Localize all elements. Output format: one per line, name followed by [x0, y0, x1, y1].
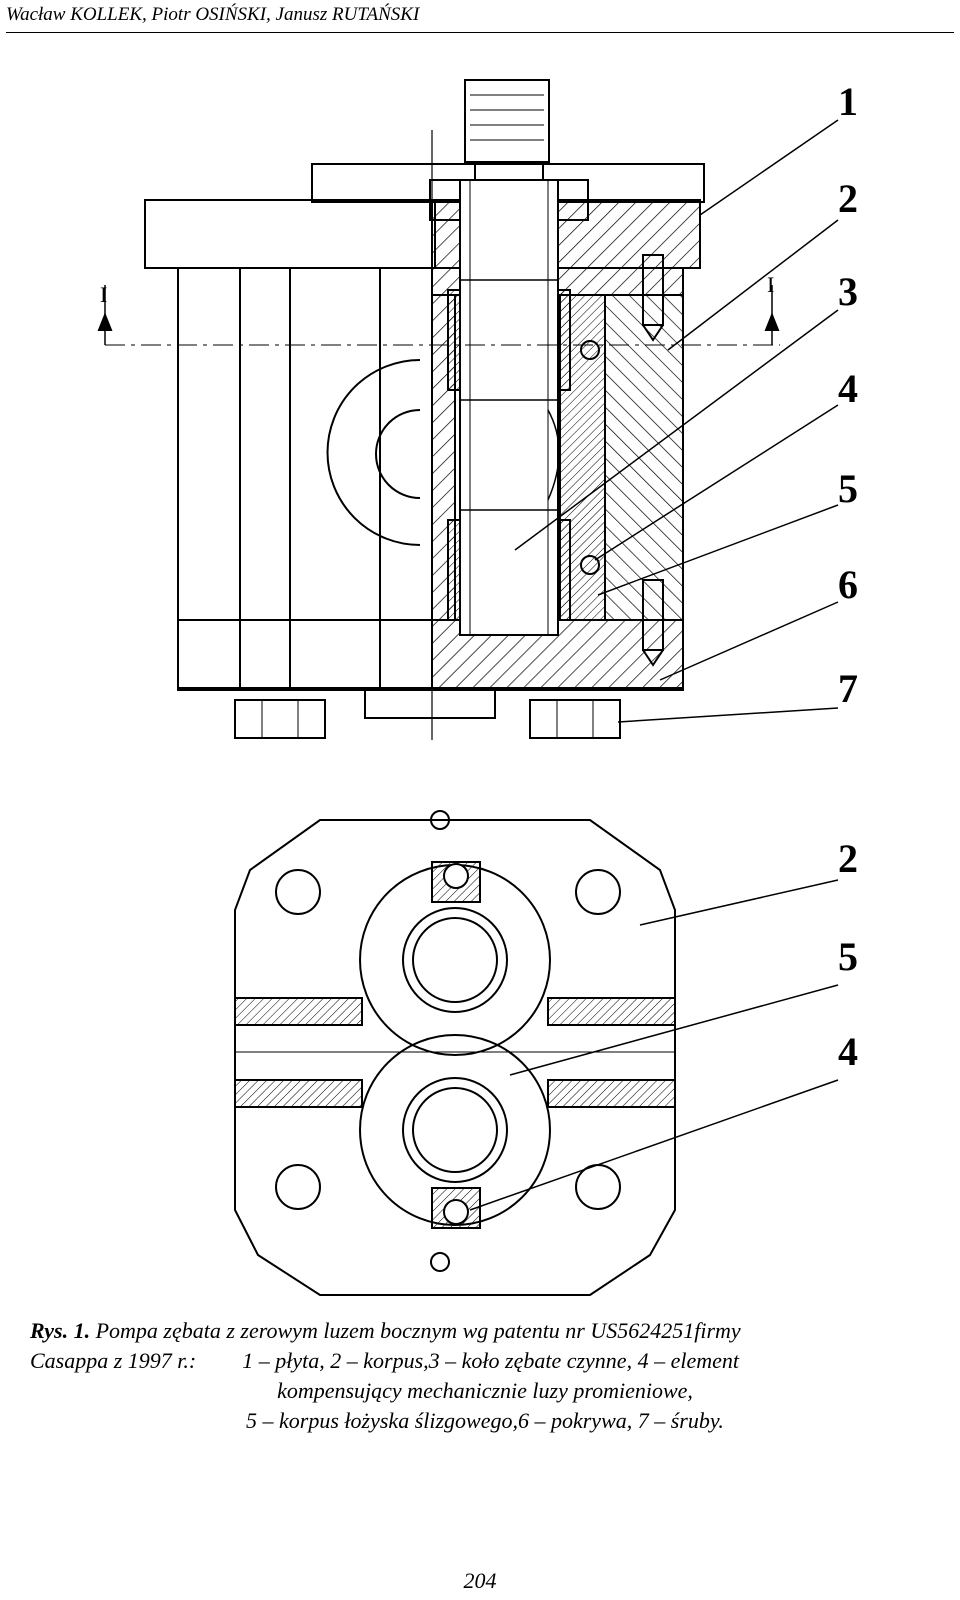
- label-4: 4: [838, 366, 858, 411]
- label-1: 1: [838, 79, 858, 124]
- label-2-bottom: 2: [838, 836, 858, 881]
- technical-drawing: I I 1 2 3 4 5 6 7 2 5 4: [0, 40, 960, 1310]
- caption-line-4: 5 – korpus łożyska ślizgowego,6 – pokryw…: [246, 1408, 724, 1433]
- label-5: 5: [838, 466, 858, 511]
- label-5-bottom: 5: [838, 934, 858, 979]
- section-marker-right: I: [767, 272, 774, 297]
- caption-line-1: Pompa zębata z zerowym luzem bocznym wg …: [90, 1318, 741, 1343]
- header-rule: [6, 32, 954, 33]
- label-4-bottom: 4: [838, 1029, 858, 1074]
- figure-caption: Rys. 1. Pompa zębata z zerowym luzem boc…: [30, 1316, 940, 1436]
- caption-line-2b: 1 – płyta, 2 – korpus,3 – koło zębate cz…: [242, 1348, 739, 1373]
- label-2: 2: [838, 176, 858, 221]
- running-header: Wacław KOLLEK, Piotr OSIŃSKI, Janusz RUT…: [6, 4, 420, 25]
- label-6: 6: [838, 562, 858, 607]
- pump-section-view: [97, 79, 839, 740]
- page-number: 204: [463, 1568, 497, 1593]
- caption-line-3: kompensujący mechanicznie luzy promienio…: [277, 1378, 693, 1403]
- figure-label: Rys. 1.: [30, 1318, 91, 1343]
- label-3: 3: [838, 269, 858, 314]
- section-marker-left: I: [100, 282, 107, 307]
- label-7: 7: [838, 666, 858, 711]
- caption-line-2a: Casappa z 1997 r.:: [30, 1348, 197, 1373]
- pump-body-view: [234, 810, 839, 1296]
